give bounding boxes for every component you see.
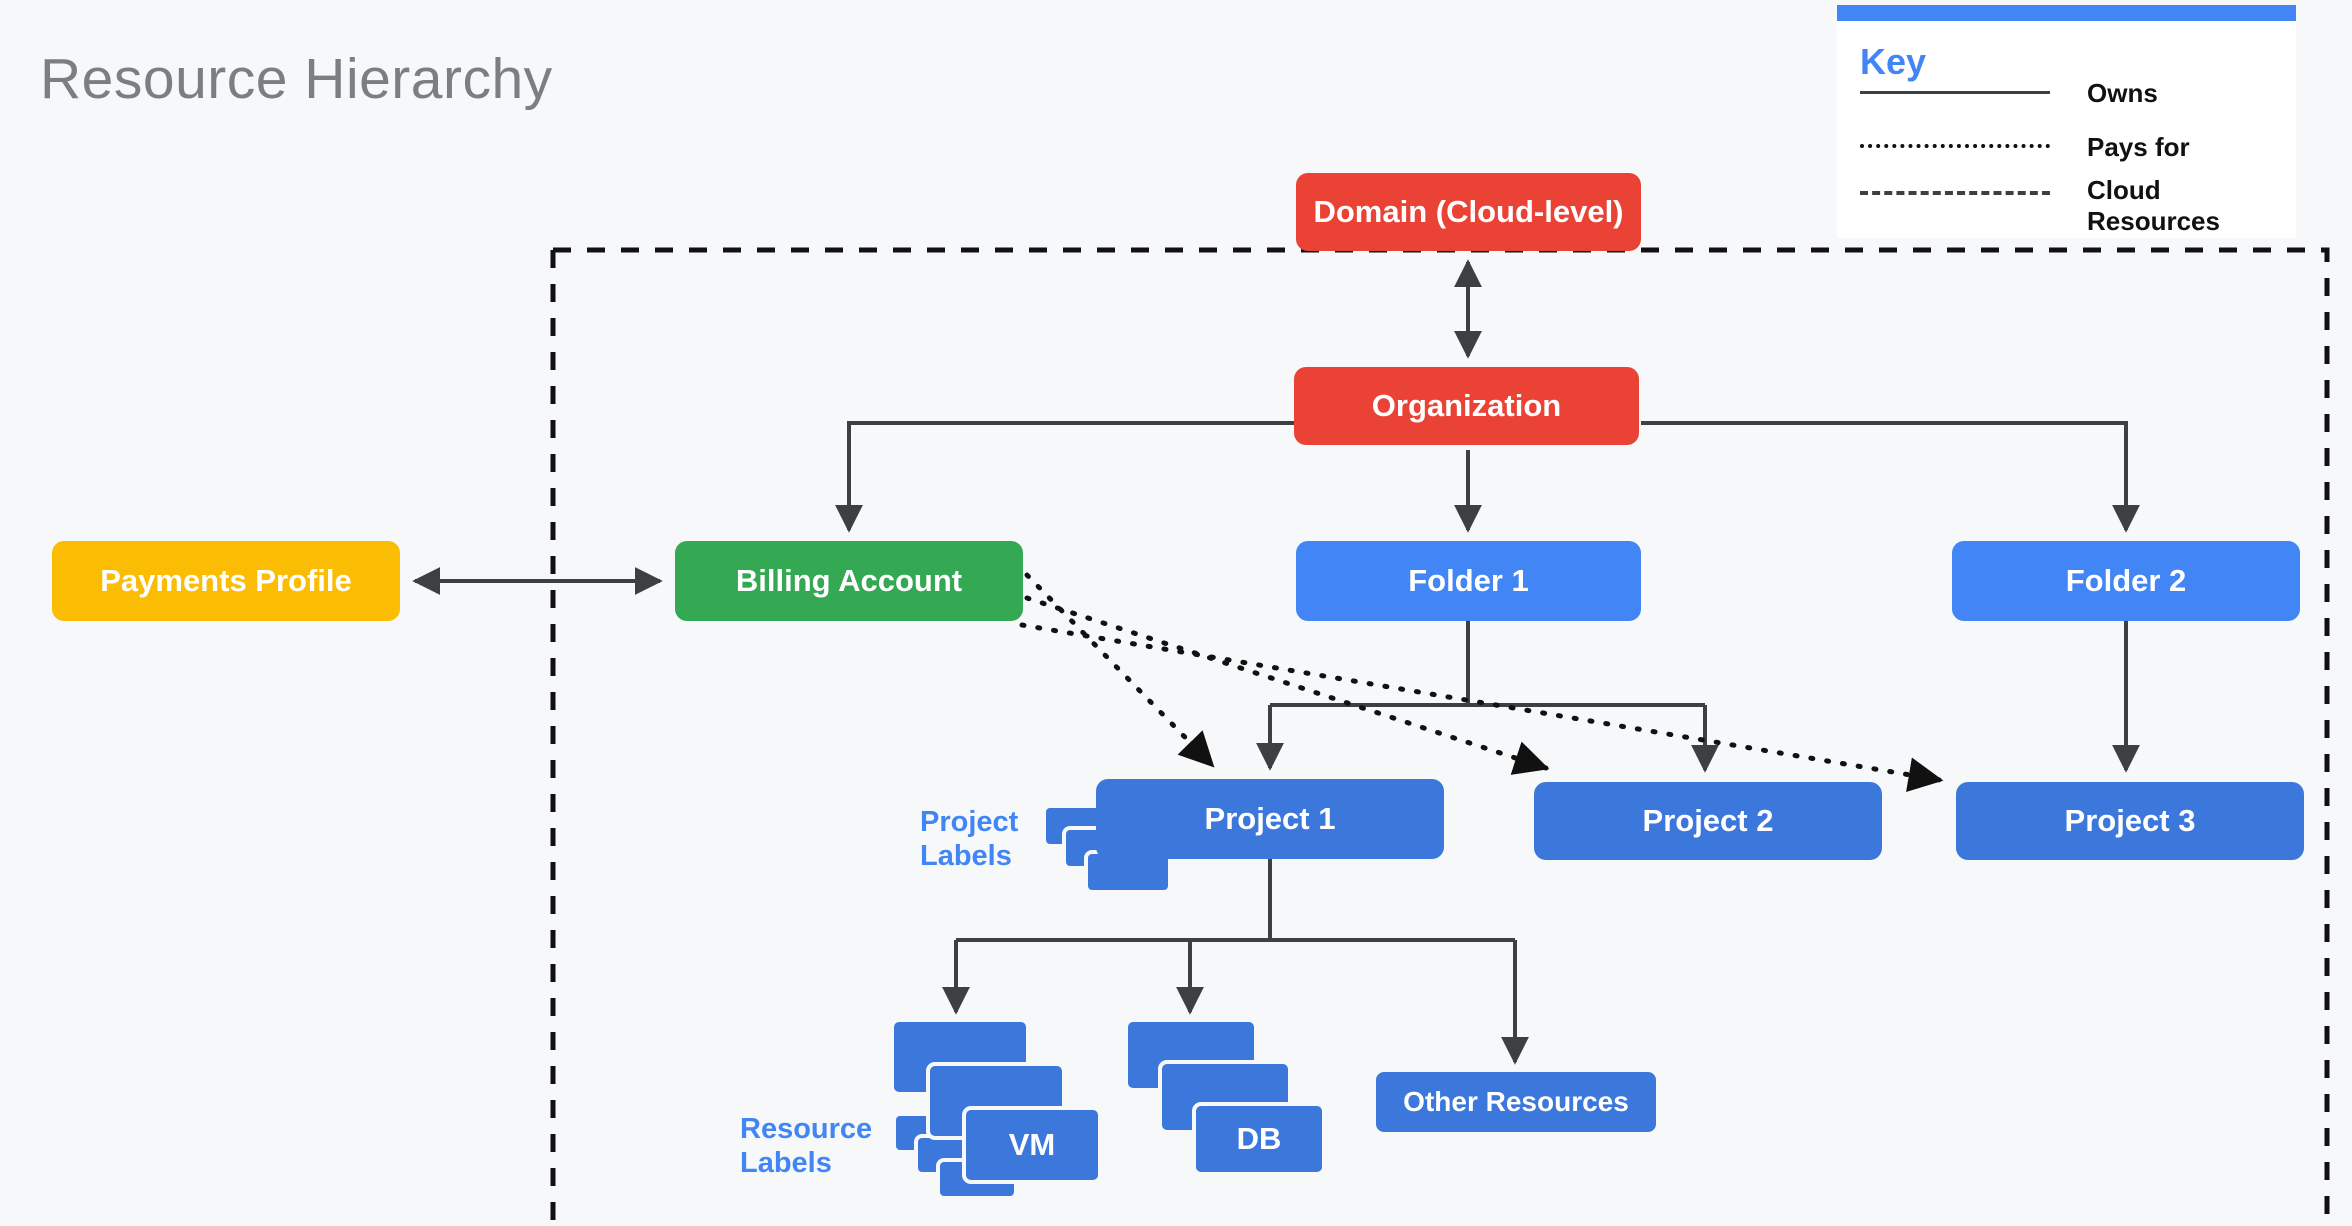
edge-organization-folder2	[1641, 421, 2140, 533]
key-row-cloud-resources	[1860, 191, 2050, 195]
node-domain[interactable]: Domain (Cloud-level)	[1296, 173, 1641, 251]
node-vm-stack[interactable]: VM	[890, 1018, 1140, 1208]
key-legend: Key Owns Pays for Cloud Resources	[1837, 5, 2296, 238]
key-label-owns: Owns	[2087, 78, 2158, 108]
node-db-stack[interactable]: DB	[1124, 1018, 1374, 1188]
key-title: Key	[1860, 41, 1927, 82]
dotted-line-icon	[1860, 144, 2050, 148]
resource-labels-text: Resource Labels	[740, 1113, 873, 1180]
key-label-pays-for: Pays for	[2087, 132, 2190, 162]
node-project-3[interactable]: Project 3	[1956, 782, 2304, 860]
dashed-line-icon	[1860, 191, 2050, 195]
node-folder-2[interactable]: Folder 2	[1952, 541, 2300, 621]
key-row-owns	[1860, 91, 2050, 94]
edge-billing-pays-project3	[1019, 622, 1944, 793]
edge-organization-billing	[835, 421, 1294, 533]
edge-billing-pays-project2	[1024, 595, 1550, 775]
project-labels-text: Project Labels	[920, 806, 1019, 873]
solid-line-icon	[1860, 91, 2050, 94]
node-payments-profile[interactable]: Payments Profile	[52, 541, 400, 621]
key-accent-bar	[1837, 5, 2296, 21]
node-organization[interactable]: Organization	[1294, 367, 1639, 445]
edge-billing-pays-project1	[1024, 572, 1215, 768]
node-project-1[interactable]: Project 1	[1096, 779, 1444, 859]
node-other-resources[interactable]: Other Resources	[1376, 1072, 1656, 1132]
page-title: Resource Hierarchy	[40, 47, 553, 111]
node-billing-account[interactable]: Billing Account	[675, 541, 1023, 621]
key-row-pays-for	[1860, 144, 2050, 148]
key-label-cloud-resources: Cloud Resources	[2087, 175, 2220, 236]
node-project-2[interactable]: Project 2	[1534, 782, 1882, 860]
node-folder-1[interactable]: Folder 1	[1296, 541, 1641, 621]
edge-folder1-projects	[1256, 621, 1719, 773]
db-card-front[interactable]: DB	[1192, 1102, 1326, 1176]
vm-card-front[interactable]: VM	[962, 1106, 1102, 1184]
